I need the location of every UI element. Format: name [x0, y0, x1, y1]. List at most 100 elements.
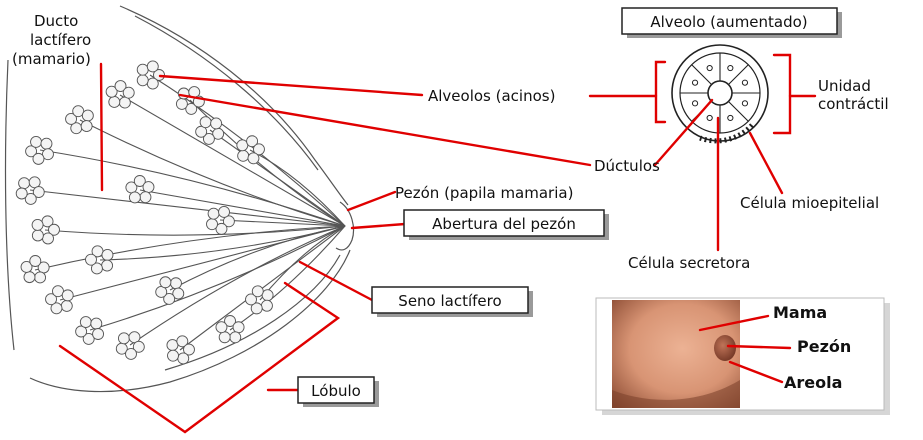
lobule-acinus: [262, 290, 273, 301]
lobule-acinus: [82, 110, 93, 121]
lobule-acinus: [219, 206, 230, 217]
lobule-acinus: [160, 277, 171, 288]
lobule-acinus: [200, 117, 211, 128]
alveolus-detail: [656, 45, 790, 141]
duct-branch: [170, 226, 345, 290]
lobule-acinus: [41, 138, 52, 149]
lobule-acinus: [123, 87, 134, 98]
lobule-acinus: [24, 272, 35, 283]
lobule-acinus: [129, 192, 140, 203]
label-lobulo: Lóbulo: [311, 382, 361, 400]
cell-nucleus: [707, 65, 712, 70]
lobule-acinus: [16, 188, 27, 199]
nipple-photo: [714, 335, 736, 361]
lobule-acinus: [219, 332, 230, 343]
lobule-acinus: [32, 219, 43, 230]
breast-outline-inner-upper: [135, 16, 318, 170]
lobule-acinus: [31, 136, 42, 147]
label-areola: Areola: [784, 373, 842, 392]
lobule-acinus: [238, 150, 249, 161]
label-box-alveolo-aumentado: Alveolo (aumentado): [622, 8, 842, 38]
label-box-seno: Seno lactífero: [372, 287, 533, 317]
chest-wall-line: [6, 60, 14, 350]
label-mama: Mama: [773, 303, 827, 322]
lobule-acinus: [109, 96, 120, 107]
lobule-acinus: [137, 64, 148, 75]
label-unidad-line2: contráctil: [818, 95, 889, 113]
label-alveolos-acinos: Alveolos (acinos): [428, 87, 555, 105]
label-abertura-pezon: Abertura del pezón: [432, 215, 576, 233]
leader-abertura: [352, 224, 405, 228]
lobule-acinus: [137, 75, 148, 86]
lobule-acinus: [118, 333, 129, 344]
lobule-acinus: [207, 219, 218, 230]
lobule-acinus: [61, 300, 72, 311]
label-pezon-papila: Pezón (papila mamaria): [395, 184, 573, 202]
lobule-acinus: [216, 322, 227, 333]
lobule-acinus: [35, 272, 46, 283]
cell-nucleus: [728, 115, 733, 120]
leader-lobulo-left: [60, 283, 338, 432]
label-celula-secretora: Célula secretora: [628, 254, 750, 272]
lobule-acinus: [233, 322, 244, 333]
lobule-acinus: [176, 98, 187, 109]
cell-nucleus: [692, 80, 697, 85]
lobule-acinus: [143, 182, 154, 193]
lobule-acinus: [208, 208, 219, 219]
lobule-acinus: [230, 332, 241, 343]
label-pezon: Pezón: [797, 337, 851, 356]
label-unidad-line1: Unidad: [818, 77, 871, 95]
leader-seno: [300, 262, 372, 300]
duct-branch: [45, 226, 345, 235]
leader-pezon-papila: [348, 192, 395, 210]
lobule-acinus: [147, 78, 158, 89]
lobule-acinus: [81, 121, 92, 132]
lobule-acinus: [140, 192, 151, 203]
duct-branch: [30, 190, 345, 226]
label-ducto-line2: lactífero: [30, 31, 91, 49]
lobule-acinus: [168, 350, 179, 361]
cell-nucleus: [707, 115, 712, 120]
label-celula-mioepitelial: Célula mioepitelial: [740, 194, 879, 212]
label-ductulos: Dúctulos: [594, 157, 660, 175]
duct-branch: [90, 226, 345, 330]
label-seno-lactifero: Seno lactífero: [398, 292, 501, 310]
cell-nucleus: [728, 65, 733, 70]
label-ducto-line3: (mamario): [12, 50, 91, 68]
lobule-acinus: [62, 290, 73, 301]
lobule-acinus: [86, 254, 97, 265]
lobule-acinus: [91, 318, 102, 329]
alveolus-right-bracket: [774, 55, 790, 133]
lobule-acinus: [178, 353, 189, 364]
duct-branch: [40, 150, 345, 226]
lobule-acinus: [170, 278, 181, 289]
breast-outline-upper: [120, 6, 348, 205]
lobule-acinus: [147, 61, 158, 72]
leader-mioepitelial: [750, 133, 782, 193]
label-ducto-line1: Ducto: [34, 12, 78, 30]
cell-nucleus: [742, 101, 747, 106]
lobule-acinus: [252, 286, 263, 297]
alveolus-left-bracket: [656, 62, 665, 122]
lobule-acinus: [119, 97, 130, 108]
lobule-acinus: [248, 153, 259, 164]
lobule-acinus: [102, 260, 113, 271]
duct-branch: [150, 75, 345, 226]
photo-inset: Mama Pezón Areola: [596, 298, 890, 415]
label-alveolo-aumentado: Alveolo (aumentado): [650, 13, 807, 31]
label-box-lobulo: Lóbulo: [298, 377, 379, 407]
lobule-acinus: [43, 233, 54, 244]
lobule-acinus: [125, 348, 136, 359]
lobule-acinus: [19, 178, 30, 189]
lobule-acinus: [33, 153, 44, 164]
lobule-acinus: [102, 249, 113, 260]
lobule-acinus: [211, 118, 222, 129]
duct-branch: [250, 150, 345, 226]
lobule-clusters: [16, 61, 273, 364]
cell-nucleus: [742, 80, 747, 85]
lobule-acinus: [167, 340, 178, 351]
cell-nucleus: [692, 101, 697, 106]
leader-ducto: [101, 64, 102, 190]
